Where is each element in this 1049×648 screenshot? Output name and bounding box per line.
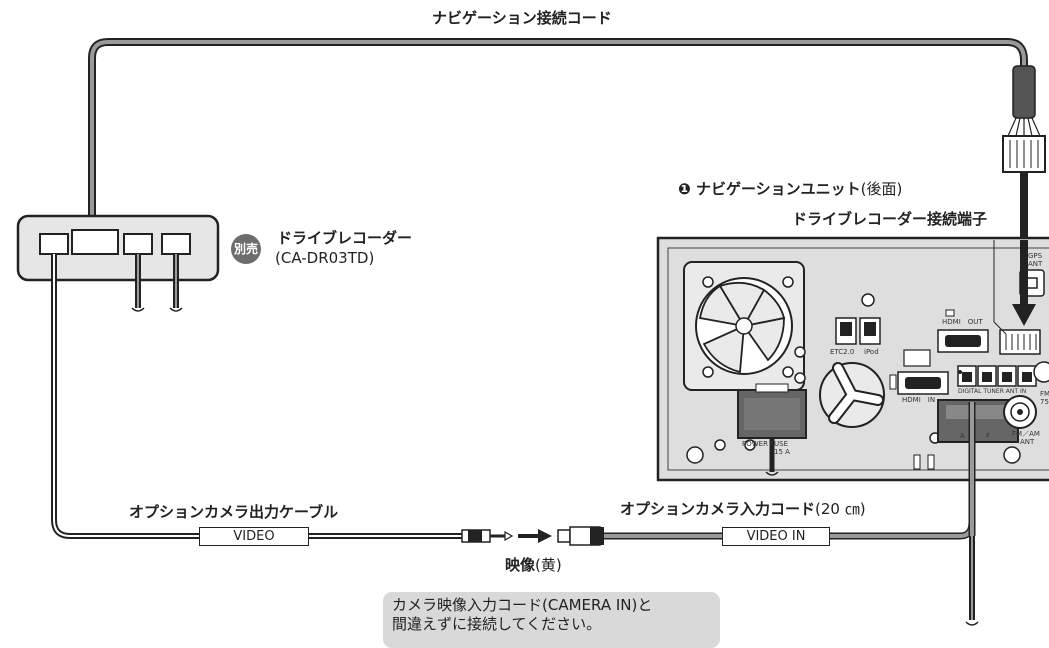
image-label: 映像(黄) [505, 556, 562, 574]
hdmi-in-label: HDMI IN [902, 396, 936, 404]
power-label: POWER [742, 440, 768, 448]
optional-badge: 別売 [231, 234, 261, 264]
nav-unit-suffix: (後面) [860, 180, 903, 198]
digital-tuner-label: DIGITAL TUNER ANT IN [958, 388, 1027, 395]
fm-label: FM [1040, 390, 1049, 398]
nav-unit-label: ❶ ナビゲーションユニット(後面) [678, 180, 902, 198]
etc-label: ETC2.0 [830, 348, 855, 356]
nav-cord-plug [1012, 65, 1036, 119]
fuse-label: FUSE [770, 440, 789, 448]
image-label-color: (黄) [535, 556, 562, 574]
nav-unit-rear-panel [656, 236, 1049, 482]
drive-recorder-terminal [999, 329, 1041, 355]
option-camera-output-cable-label: オプションカメラ出力ケーブル [129, 503, 339, 521]
option-camera-output-cable [51, 254, 465, 539]
gps-label: GPS [1028, 252, 1043, 260]
option-camera-input-cord-name: オプションカメラ入力コード [620, 500, 816, 518]
rca-plug-female [557, 529, 571, 543]
video-in-label-box: VIDEO IN [722, 527, 830, 546]
nav-cord-label: ナビゲーション接続コード [432, 9, 612, 27]
connect-arrow [538, 529, 552, 543]
nav-cord-wires [1007, 117, 1041, 137]
caution-note: カメラ映像入力コード(CAMERA IN)と 間違えずに接続してください。 [383, 592, 720, 648]
gps-ant-label: ANT [1028, 260, 1043, 268]
fuse-amp-label: 15 A [774, 448, 790, 456]
av-label-f: F [986, 432, 991, 440]
caution-note-line1: カメラ映像入力コード(CAMERA IN)と [392, 596, 653, 614]
image-label-name: 映像 [505, 556, 536, 574]
fm-am-label: FM／AM [1012, 430, 1040, 438]
ipod-label: iPod [864, 348, 879, 356]
option-camera-input-cord-label: オプションカメラ入力コード(20 ㎝) [620, 500, 866, 518]
drive-recorder-model: (CA-DR03TD) [275, 249, 375, 267]
caution-note-line2: 間違えずに接続してください。 [392, 615, 602, 633]
dr-terminal-label: ドライブレコーダー接続端子 [792, 210, 988, 228]
hdmi-out-label: HDMI OUT [942, 318, 983, 326]
av-label-a: A [960, 432, 965, 440]
fm-75-label: 75 [1040, 398, 1049, 406]
nav-unit-name: ナビゲーションユニット [695, 180, 861, 198]
fm-am-ant-label: ANT [1020, 438, 1035, 446]
video-label-box: VIDEO [199, 527, 309, 546]
nav-unit-number: ❶ [678, 180, 691, 198]
drive-recorder-name: ドライブレコーダー [277, 229, 413, 247]
option-camera-input-cord-length: (20 ㎝) [815, 500, 866, 518]
